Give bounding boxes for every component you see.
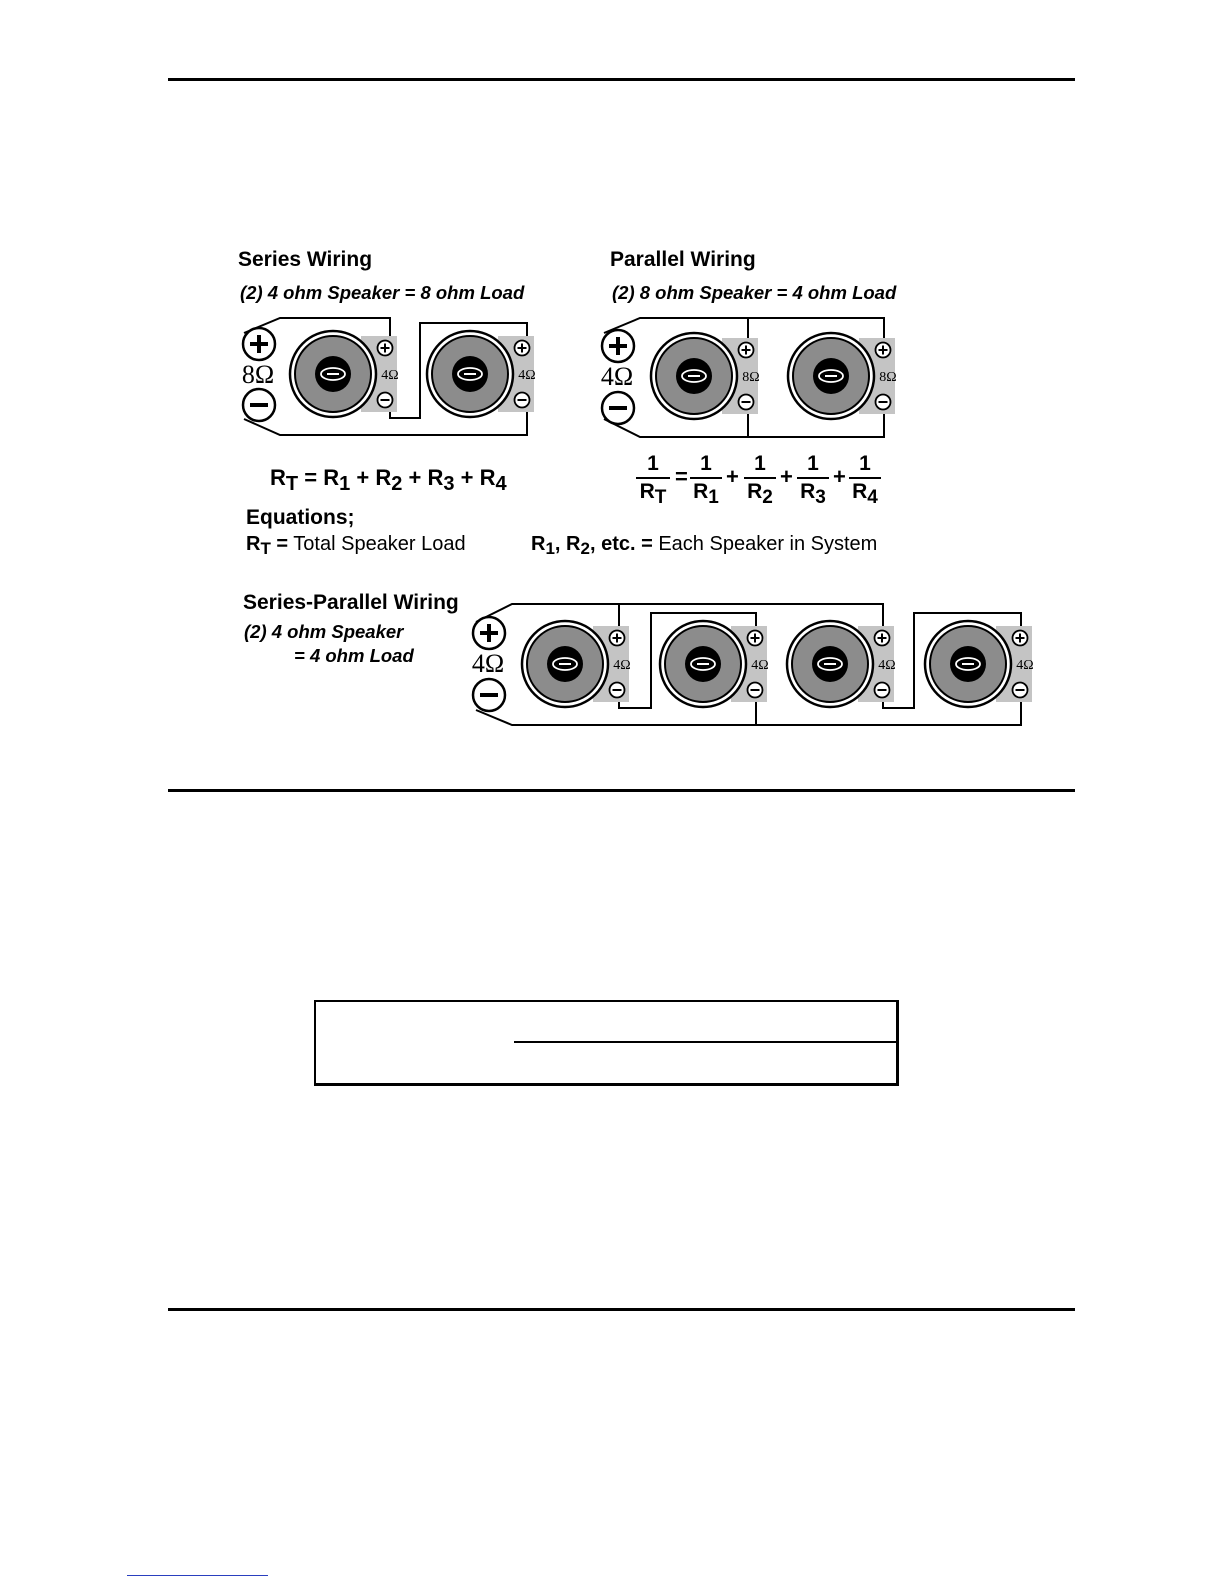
blank-form-box [314,1000,899,1086]
wire [882,612,1022,709]
wire [243,317,391,348]
speaker-logo-icon [552,657,578,671]
speaker-logo-icon [817,657,843,671]
wire [475,603,884,638]
plus-terminal-icon [874,341,892,359]
speaker-icon: 8Ω [649,331,760,421]
link-underline [127,1575,268,1576]
wire [389,322,528,419]
minus-terminal-icon [737,393,755,411]
speaker-icon: 4Ω [520,619,631,709]
parallel-wiring-diagram: 8Ω 8Ω 4Ω [600,317,897,438]
plus-terminal-icon [608,629,626,647]
minus-terminal-icon [241,387,277,423]
wire [603,400,885,438]
series-wiring-diagram: 4Ω 4Ω 8Ω [241,317,536,436]
series-total-impedance-label: 8Ω [242,360,274,389]
parallel-wiring-title: Parallel Wiring [610,248,756,271]
lower-rule [168,1308,1075,1311]
series-parallel-subtitle-line2: = 4 ohm Load [294,645,414,666]
speaker-impedance-label: 4Ω [751,658,768,673]
speaker-logo-icon [955,657,981,671]
middle-rule [168,789,1075,792]
minus-terminal-icon [1011,681,1029,699]
series-formula: RT = R1 + R2 + R3 + R4 [270,465,507,495]
parallel-total-impedance-label: 4Ω [601,362,633,391]
series-parallel-title: Series-Parallel Wiring [243,591,459,614]
minus-terminal-icon [746,681,764,699]
speaker-icon: 4Ω [923,619,1034,709]
speaker-impedance-label: 4Ω [381,368,398,383]
speaker-impedance-label: 4Ω [878,658,895,673]
minus-terminal-icon [513,391,531,409]
speaker-impedance-label: 4Ω [518,368,535,383]
plus-terminal-icon [376,339,394,357]
wire [603,317,885,348]
wiring-diagrams: 4Ω 4Ω 8Ω 8Ω 8Ω 4Ω 4Ω 4Ω 4Ω 4Ω 4Ω [241,317,1034,726]
speaker-logo-icon [320,367,346,381]
plus-terminal-icon [241,326,277,362]
speaker-icon: 4Ω [425,329,536,419]
plus-terminal-icon [873,629,891,647]
rn-definition: R1, R2, etc. = Each Speaker in System [531,533,878,558]
speaker-icon: 8Ω [786,331,897,421]
equations-heading: Equations; [246,506,355,529]
wire [618,612,757,709]
minus-terminal-icon [600,390,636,426]
speaker-impedance-label: 4Ω [1016,658,1033,673]
series-parallel-subtitle-line1: (2) 4 ohm Speaker [244,621,404,642]
plus-terminal-icon [513,339,531,357]
blank-form-line [514,1041,896,1043]
speaker-logo-icon [690,657,716,671]
series-parallel-total-impedance-label: 4Ω [472,649,504,678]
speaker-icon: 4Ω [288,329,399,419]
minus-terminal-icon [874,393,892,411]
wire [243,400,528,436]
plus-terminal-icon [471,615,507,651]
plus-terminal-icon [746,629,764,647]
parallel-wiring-subtitle: (2) 8 ohm Speaker = 4 ohm Load [612,282,897,303]
top-rule [168,78,1075,81]
rt-definition: RT = Total Speaker Load [246,533,466,558]
speaker-icon: 4Ω [785,619,896,709]
speaker-impedance-label: 8Ω [879,370,896,385]
minus-terminal-icon [471,677,507,713]
wire [475,690,1022,726]
series-wiring-title: Series Wiring [238,248,373,271]
speaker-logo-icon [457,367,483,381]
speaker-icon: 4Ω [658,619,769,709]
plus-terminal-icon [600,328,636,364]
speaker-logo-icon [818,369,844,383]
minus-terminal-icon [376,391,394,409]
speaker-impedance-label: 8Ω [742,370,759,385]
plus-terminal-icon [1011,629,1029,647]
speaker-logo-icon [681,369,707,383]
series-parallel-wiring-diagram: 4Ω 4Ω 4Ω 4Ω 4Ω [471,603,1034,726]
speaker-impedance-label: 4Ω [613,658,630,673]
minus-terminal-icon [608,681,626,699]
plus-terminal-icon [737,341,755,359]
series-wiring-subtitle: (2) 4 ohm Speaker = 8 ohm Load [240,282,525,303]
minus-terminal-icon [873,681,891,699]
